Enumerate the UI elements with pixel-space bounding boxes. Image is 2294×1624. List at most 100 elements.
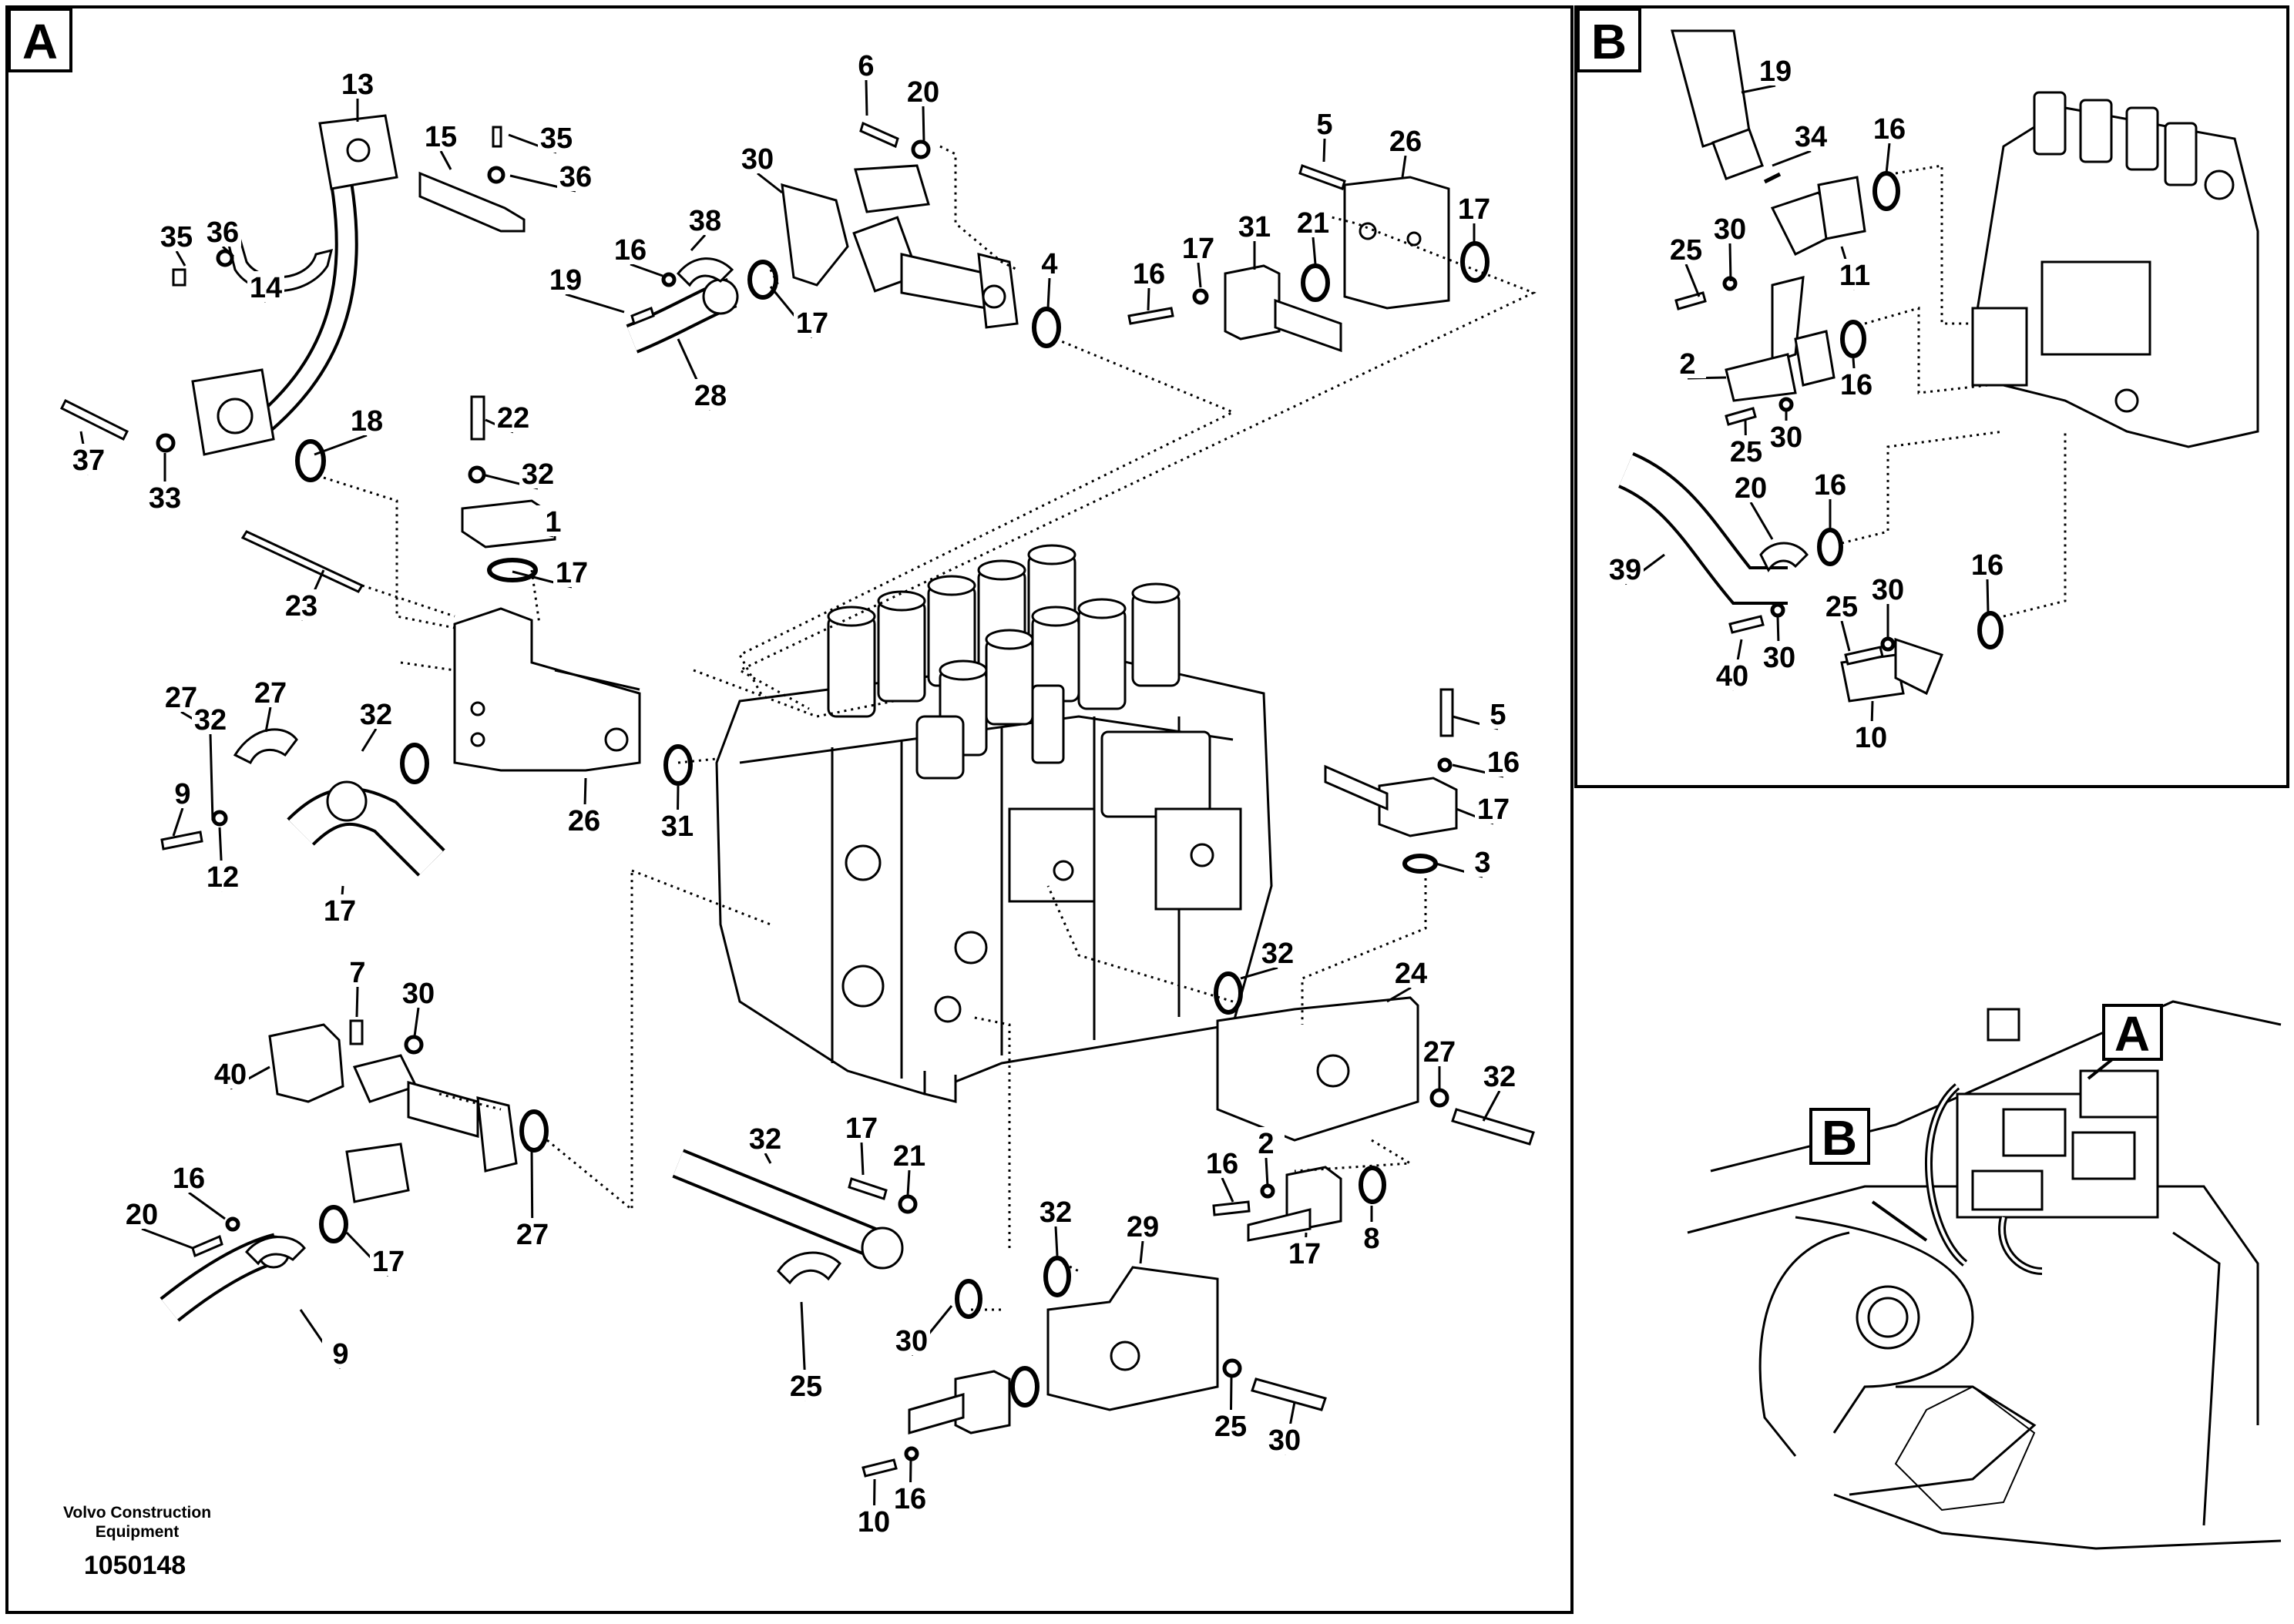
part-number-label: 19 [1759,55,1792,88]
part-29-bolt [1251,1377,1327,1411]
part-27-bolt-mid [349,1019,364,1045]
machine-overview-drawing [1687,1000,2282,1550]
leader-line [757,172,783,194]
leader-line [1139,1240,1144,1264]
label-backing [1204,1147,1241,1178]
leader-line [1986,579,1990,613]
part-number-label: 30 [1268,1424,1301,1457]
part-number-label: 16 [173,1163,205,1195]
label-backing [247,271,284,302]
oring-16-top [747,260,778,300]
washer-36-right [487,166,505,184]
part-25-bolt-b2 [1725,407,1757,426]
part-8-adapter-block [1046,1266,1219,1411]
label-backing [283,589,320,620]
brand-line-1: Volvo Construction [63,1504,211,1522]
part-number-label: 8 [1363,1223,1379,1255]
part-number-label: 30 [1770,421,1802,454]
leader-line [413,1007,420,1037]
part-37-bolt [59,398,129,441]
part-number-label: 5 [1490,699,1506,731]
leader-line [865,79,868,116]
part-number-label: 27 [1423,1036,1456,1069]
part-number-label: 30 [741,143,774,176]
part-number-label: 33 [149,482,181,515]
label-backing [891,1139,928,1170]
label-backing [519,458,556,488]
label-backing [1387,125,1424,156]
oring-17-topright [1460,241,1490,283]
part-number-label: 28 [694,380,727,412]
leader-line [1728,243,1732,282]
leader-line [264,706,272,733]
label-backing [1124,1210,1161,1241]
label-backing [1969,549,2006,579]
leader-line [1147,287,1150,311]
part-number-label: 17 [1288,1238,1321,1270]
leader-line [1386,986,1412,1003]
label-backing [339,68,376,99]
panel-b-letter-box: B [1577,8,1641,72]
label-backing [1761,641,1798,672]
part-number-label: 13 [341,69,374,101]
label-backing [123,1198,160,1229]
part-number-label: 27 [254,677,287,710]
part-25-bolt-center [1212,1200,1251,1216]
leader-line [1312,237,1317,265]
leader-line [1322,138,1326,163]
part-number-label: 2 [1679,348,1695,381]
label-backing [1714,659,1751,690]
washer-30-lowleft [225,1216,240,1232]
leader-line [565,293,625,314]
part-number-label: 20 [907,76,939,109]
label-backing [547,263,584,294]
leader-line [1482,1090,1501,1122]
leader-line [209,733,214,821]
panel-a-frame [5,5,1574,1614]
part-number-label: 36 [207,216,239,249]
part-number-label: 16 [614,234,647,267]
part-number-label: 30 [895,1325,928,1357]
label-backing [855,1505,892,1536]
label-backing [794,307,831,337]
label-backing [1871,112,1908,143]
part-number-label: 16 [1873,113,1906,146]
washer-32-center [898,1194,918,1214]
part-26-bolt-right [1439,688,1454,737]
leader-line [1684,263,1701,297]
label-backing [1481,1060,1518,1091]
oring-16-topright [1301,263,1330,302]
part-number-label: 17 [796,307,828,340]
washer-31-top [1192,288,1209,305]
part-number-label: 35 [540,122,573,155]
part-number-label: 5 [1316,109,1332,141]
part-number-label: 24 [1395,958,1427,990]
panel-a-assembly-lines [323,145,1537,1311]
leader-line [439,150,452,170]
svg-text:B: B [1822,1110,1857,1166]
part-number-label: 36 [559,161,592,193]
part-27-bolt-left [160,830,203,851]
part-20-flange-b [1759,542,1809,572]
washer-32-right [1429,1088,1449,1108]
part-number-label: 30 [402,978,435,1010]
part-number-label: 11 [1839,260,1870,292]
part-20-split-flange-lower [244,1236,306,1266]
label-backing [1485,746,1522,777]
label-backing [692,379,729,410]
label-backing [538,122,575,153]
part-35-bolt [492,126,502,148]
panel-a-letter: A [22,14,58,69]
part-7-elbow-fitting [268,1023,518,1203]
label-backing [1852,721,1889,752]
part-number-label: 25 [1825,591,1858,623]
label-backing [905,75,942,106]
part-26-bolt-top [1127,307,1174,325]
part-number-label: 23 [285,590,317,622]
part-number-label: 32 [1261,938,1294,970]
part-number-label: 25 [1730,436,1762,468]
part-number-label: 10 [858,1506,890,1538]
label-backing [843,1112,880,1143]
leader-line [1221,1177,1234,1203]
